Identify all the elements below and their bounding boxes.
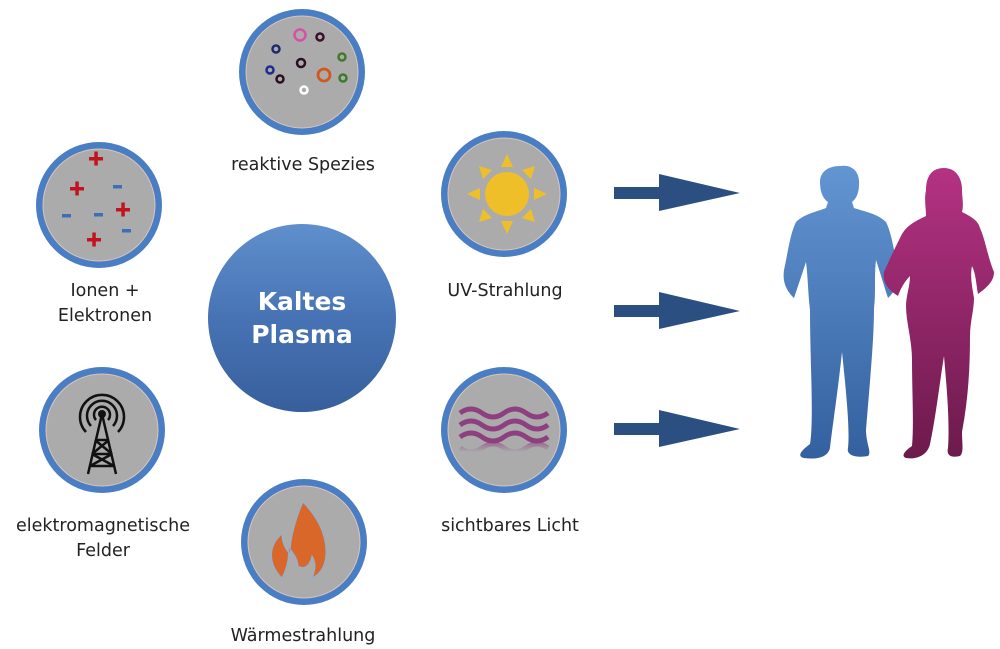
people-silhouettes <box>783 165 994 459</box>
radio-tower-icon <box>39 367 165 493</box>
label-reactive-species: reaktive Spezies <box>231 155 375 175</box>
flame-icon <box>241 479 367 605</box>
label-em-line1: elektromagnetische <box>16 516 190 536</box>
label-ions-line2: Elektronen <box>57 306 153 326</box>
node-reactive-species <box>234 4 370 140</box>
center-title-line2: Plasma <box>251 320 353 349</box>
arrow-right-2 <box>614 292 740 329</box>
waves-icon <box>441 367 567 493</box>
arrow-right-1 <box>614 174 740 211</box>
node-ions-electrons <box>31 137 167 273</box>
center-title-line1: Kaltes <box>257 287 347 316</box>
node-uv-radiation <box>436 126 572 262</box>
charges-icon <box>36 142 162 268</box>
label-ions-electrons: Ionen + Elektronen <box>20 279 190 329</box>
arrow-right-3 <box>614 410 740 447</box>
center-cold-plasma: Kaltes Plasma <box>208 224 396 412</box>
label-ions-line1: Ionen + <box>70 281 140 301</box>
node-visible-light <box>436 362 572 498</box>
label-uv-radiation: UV-Strahlung <box>447 281 563 301</box>
label-electromagnetic-fields: elektromagnetische Felder <box>0 514 206 564</box>
molecules-icon <box>239 9 365 135</box>
label-visible-light: sichtbares Licht <box>441 516 579 536</box>
node-electromagnetic-fields <box>34 362 170 498</box>
label-heat-radiation: Wärmestrahlung <box>230 626 376 646</box>
sun-icon <box>441 131 567 257</box>
woman-silhouette <box>883 168 994 459</box>
node-heat-radiation <box>236 474 372 610</box>
label-em-line2: Felder <box>76 541 130 561</box>
man-silhouette <box>783 165 899 459</box>
